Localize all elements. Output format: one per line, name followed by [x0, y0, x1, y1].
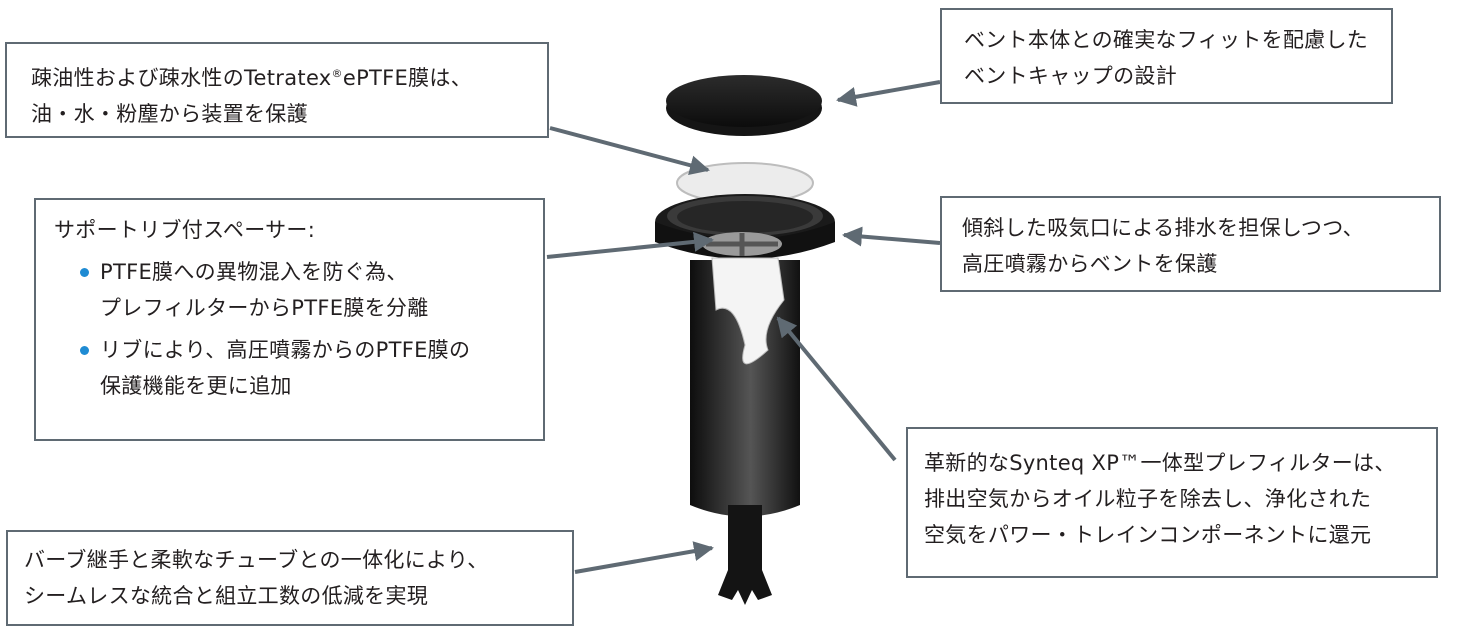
cap-text-2: ベントキャップの設計	[964, 64, 1177, 88]
callout-spacer: サポートリブ付スペーサー: PTFE膜への異物混入を防ぐ為、 プレフィルターから…	[34, 198, 545, 441]
list-item: PTFE膜への異物混入を防ぐ為、 プレフィルターからPTFE膜を分離	[54, 254, 543, 326]
leader-arrows	[546, 80, 941, 574]
registered-mark: ®	[331, 67, 343, 80]
prefilter-text-3: 空気をパワー・トレインコンポーネントに還元	[924, 523, 1372, 547]
spacer-ribs	[702, 232, 782, 256]
hood-text-1: 傾斜した吸気口による排水を担保しつつ、	[962, 216, 1364, 240]
list-item: リブにより、高圧噴霧からのPTFE膜の 保護機能を更に追加	[54, 332, 543, 404]
bullet-1-line-1: PTFE膜への異物混入を防ぐ為、	[100, 260, 408, 284]
callout-prefilter: 革新的なSynteq XP™一体型プレフィルターは、 排出空気からオイル粒子を除…	[906, 427, 1438, 578]
barb-text-1: バーブ継手と柔軟なチューブとの一体化により、	[24, 548, 489, 572]
bullet-dot-icon	[80, 268, 89, 277]
bullet-1-line-2: プレフィルターからPTFE膜を分離	[100, 296, 429, 320]
arrow-icon	[842, 226, 941, 247]
bullet-2-line-2: 保護機能を更に追加	[100, 374, 292, 398]
arrow-icon	[546, 231, 714, 259]
callout-membrane: 疎油性および疎水性のTetratex®ePTFE膜は、 油・水・粉塵から装置を保…	[5, 42, 549, 138]
spacer-bullet-list: PTFE膜への異物混入を防ぐ為、 プレフィルターからPTFE膜を分離 リブにより…	[54, 254, 543, 404]
arrow-icon	[574, 541, 714, 574]
bullet-2-line-1: リブにより、高圧噴霧からのPTFE膜の	[100, 338, 471, 362]
barb-text-2: シームレスな統合と組立工数の低減を実現	[24, 584, 429, 608]
callout-cap: ベント本体との確実なフィットを配慮した ベントキャップの設計	[940, 8, 1393, 104]
arrow-icon	[776, 316, 897, 462]
arrow-icon	[836, 80, 941, 107]
callout-barb: バーブ継手と柔軟なチューブとの一体化により、 シームレスな統合と組立工数の低減を…	[6, 530, 574, 626]
membrane-text-1b: ePTFE膜は、	[342, 66, 473, 90]
vent-body	[690, 257, 800, 605]
prefilter-element	[711, 257, 785, 365]
prefilter-text-1: 革新的なSynteq XP™一体型プレフィルターは、	[924, 451, 1396, 475]
prefilter-text-2: 排出空気からオイル粒子を除去し、浄化された	[924, 487, 1372, 511]
callout-hood: 傾斜した吸気口による排水を担保しつつ、 高圧噴霧からベントを保護	[940, 196, 1441, 292]
hood-text-2: 高圧噴霧からベントを保護	[962, 252, 1218, 276]
spacer-title: サポートリブ付スペーサー:	[54, 218, 316, 242]
arrow-icon	[549, 126, 710, 176]
bullet-dot-icon	[80, 346, 89, 355]
membrane-text-2: 油・水・粉塵から装置を保護	[31, 102, 308, 126]
cap-text-1: ベント本体との確実なフィットを配慮した	[964, 28, 1369, 52]
vent-cap	[666, 75, 822, 136]
membrane-text-1: 疎油性および疎水性のTetratex	[31, 66, 332, 90]
